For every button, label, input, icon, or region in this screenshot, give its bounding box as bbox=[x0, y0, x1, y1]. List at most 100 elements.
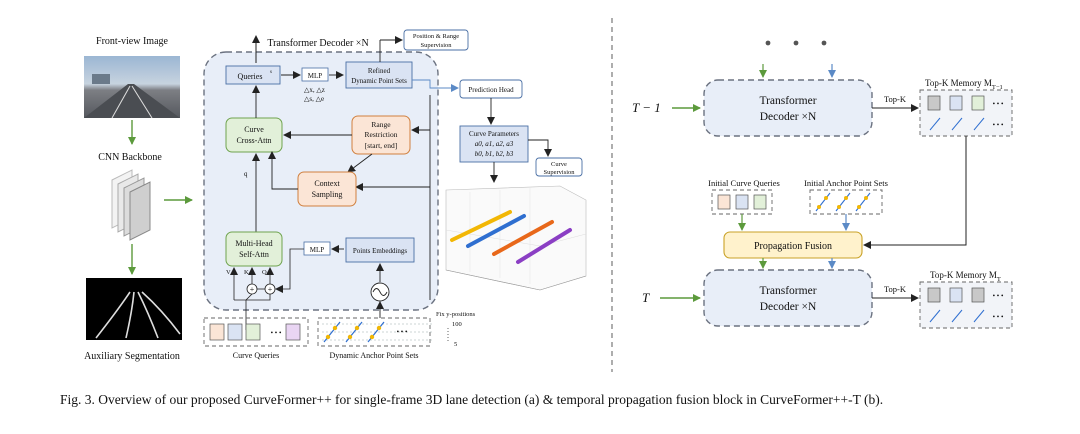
delta-se: △s, △e bbox=[304, 95, 324, 103]
context-line2: Sampling bbox=[312, 190, 343, 199]
prediction-head-label: Prediction Head bbox=[468, 86, 514, 94]
y-5-label: 5 bbox=[454, 341, 457, 348]
points-embeddings-box bbox=[345, 237, 415, 263]
refined-line1: Refined bbox=[368, 67, 391, 75]
context-sampling-box bbox=[297, 171, 357, 207]
cnn-label: CNN Backbone bbox=[98, 152, 162, 163]
memory-bottom-anchors bbox=[929, 309, 985, 323]
fusion-label: Propagation Fusion bbox=[754, 241, 832, 252]
top-dot-1 bbox=[765, 40, 771, 46]
arrow-mhsa-in-up bbox=[234, 293, 271, 330]
queries-box bbox=[225, 65, 281, 85]
curve-params-title: Curve Parameters bbox=[469, 130, 519, 138]
refined-point-sets-box bbox=[345, 61, 413, 89]
top-dot-2 bbox=[793, 40, 799, 46]
mhsa-line1: Multi-Head bbox=[235, 239, 272, 248]
topk-top-label: Top-K bbox=[884, 94, 907, 104]
curve-sup-line1: Curve bbox=[551, 161, 567, 168]
t-label: T bbox=[642, 290, 650, 305]
y-100-label: 100 bbox=[452, 321, 462, 328]
memory-bottom-sub: T bbox=[997, 276, 1001, 283]
t-minus-1-label: T − 1 bbox=[632, 100, 661, 115]
plus-2: + bbox=[268, 285, 273, 294]
initial-queries-label: Initial Curve Queries bbox=[708, 178, 780, 188]
query-token-3 bbox=[245, 323, 261, 341]
memory-bottom-text: Top-K Memory M bbox=[930, 270, 997, 280]
lane-purple bbox=[516, 228, 572, 264]
memory-top-text: Top-K Memory M bbox=[925, 78, 992, 88]
v-label: V bbox=[226, 269, 231, 276]
lane-blue bbox=[466, 214, 526, 248]
arrow-mlp-to-add bbox=[275, 248, 304, 293]
curve-queries-group bbox=[203, 317, 309, 347]
memory-top-token-2 bbox=[949, 95, 963, 111]
cnn-backbone-icon bbox=[111, 169, 151, 241]
memory-top-label: Top-K Memory MT−1 bbox=[925, 78, 1003, 91]
arrow-memory-to-fusion bbox=[863, 136, 967, 249]
query-dots: • • • bbox=[271, 329, 282, 337]
range-line2: Restriction bbox=[365, 130, 398, 139]
queries-superscript: s bbox=[270, 70, 272, 75]
figure-caption: Fig. 3. Overview of our proposed CurveFo… bbox=[60, 392, 884, 407]
curve-params-b: b0, b1, b2, b3 bbox=[475, 150, 514, 158]
memory-top-dots-2: • • • bbox=[993, 121, 1004, 129]
decoder-top-box bbox=[703, 79, 873, 137]
memory-bottom-token-3 bbox=[971, 287, 985, 303]
init-query-2 bbox=[735, 194, 749, 210]
range-line1: Range bbox=[371, 120, 391, 129]
decoder-top-line2: Decoder ×N bbox=[760, 111, 817, 123]
pos-sup-line1: Position & Range bbox=[413, 33, 459, 40]
anchor-dots: • • • bbox=[397, 328, 408, 336]
memory-top-token-1 bbox=[927, 95, 941, 111]
arrow-context-to-cross bbox=[268, 151, 298, 190]
curve-supervision-box bbox=[535, 157, 583, 177]
query-token-n bbox=[285, 323, 301, 341]
curve-params-a: a0, a1, a2, a3 bbox=[475, 140, 514, 148]
delta-xz: △x, △z bbox=[304, 86, 325, 94]
pos-sup-line2: Supervision bbox=[420, 42, 452, 49]
init-query-3 bbox=[753, 194, 767, 210]
front-view-image bbox=[84, 56, 180, 119]
memory-top-sub: T−1 bbox=[992, 84, 1003, 91]
points-emb-label: Points Embeddings bbox=[353, 247, 408, 255]
query-token-1 bbox=[209, 323, 225, 341]
decoder-bottom-line2: Decoder ×N bbox=[760, 301, 817, 313]
lane-orange bbox=[492, 220, 554, 256]
arrow-refined-to-head bbox=[412, 79, 459, 92]
memory-bottom-token-2 bbox=[949, 287, 963, 303]
pos-range-supervision-box bbox=[403, 29, 469, 51]
memory-bottom-token-1 bbox=[927, 287, 941, 303]
range-line3: [start, end] bbox=[365, 141, 398, 150]
front-view-label: Front-view Image bbox=[96, 36, 168, 47]
mhsa-line2: Self-Attn bbox=[239, 250, 269, 259]
context-line1: Context bbox=[314, 179, 340, 188]
initial-anchor-lines bbox=[815, 192, 871, 212]
k-label: K bbox=[244, 269, 249, 276]
curve-cross-attn-box bbox=[225, 117, 283, 153]
mlp-bottom-box bbox=[303, 241, 331, 256]
memory-bottom-dots-1: • • • bbox=[993, 292, 1004, 300]
memory-top-anchors bbox=[929, 117, 985, 131]
memory-bottom-label: Top-K Memory MT bbox=[930, 270, 1001, 283]
fix-y-label: Fix y-positions bbox=[436, 311, 476, 318]
plus-1: + bbox=[250, 285, 255, 294]
query-token-2 bbox=[227, 323, 243, 341]
sine-wave-icon bbox=[372, 288, 388, 296]
aux-seg-label: Auxiliary Segmentation bbox=[84, 351, 180, 362]
curve-cross-line1: Curve bbox=[244, 125, 264, 134]
curve-cross-line2: Cross-Attn bbox=[236, 136, 271, 145]
mlp-bottom-label: MLP bbox=[310, 246, 325, 254]
decoder-bottom-line1: Transformer bbox=[759, 285, 816, 297]
decoder-title: Transformer Decoder ×N bbox=[267, 38, 368, 49]
segmentation-image bbox=[86, 278, 182, 340]
top-dot-3 bbox=[821, 40, 827, 46]
initial-anchor-label: Initial Anchor Point Sets bbox=[804, 178, 888, 188]
lane-yellow bbox=[450, 210, 512, 242]
curve-sup-line2: Supervision bbox=[543, 169, 575, 176]
anchor-lines bbox=[322, 321, 432, 343]
init-query-1 bbox=[717, 194, 731, 210]
mlp-top-label: MLP bbox=[308, 72, 323, 80]
arrow-params-to-sup bbox=[528, 139, 552, 157]
lane-3d-plot bbox=[445, 185, 587, 291]
queries-label: Queries bbox=[238, 72, 263, 81]
